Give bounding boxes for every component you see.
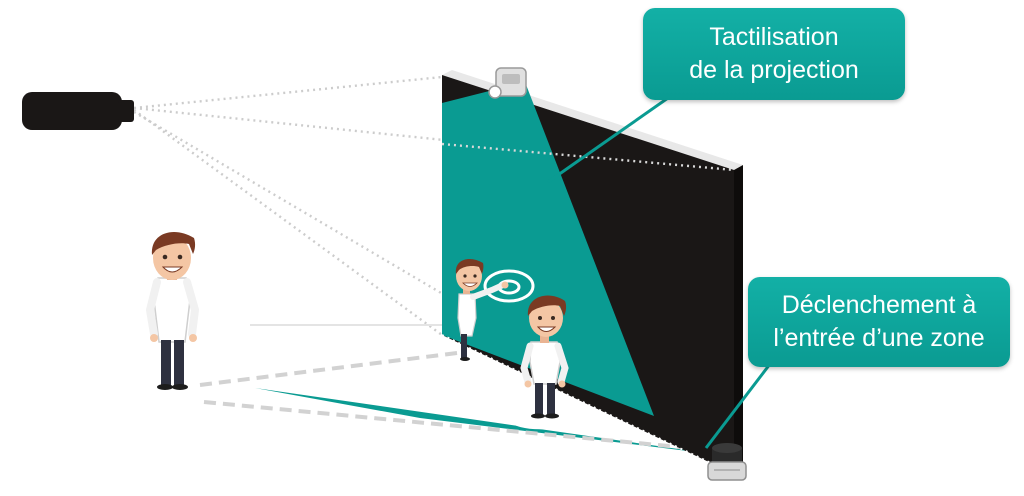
callout-zone-trigger: Déclenchement à l’entrée d’une zone [748, 277, 1010, 367]
person-in-zone [520, 295, 569, 419]
callout-bottom-leader [704, 363, 772, 449]
projection-wall [441, 70, 743, 475]
lidar-sensor-icon [707, 443, 747, 481]
callout-bottom-line-1: Déclenchement à [781, 291, 977, 319]
callout-touch-projection: Tactilisation de la projection [643, 8, 905, 100]
person-touching-wall [455, 258, 509, 361]
projection-beams [133, 75, 735, 424]
camera-sensor-icon [488, 67, 527, 99]
person-standing [145, 231, 200, 390]
callout-top-leader [547, 96, 669, 184]
callout-top-line-2: de la projection [689, 56, 859, 84]
callout-bottom-line-2: l’entrée d’une zone [773, 324, 985, 352]
lidar-beams [199, 350, 691, 450]
projector-icon [22, 92, 134, 130]
callout-top-line-1: Tactilisation [709, 23, 839, 51]
